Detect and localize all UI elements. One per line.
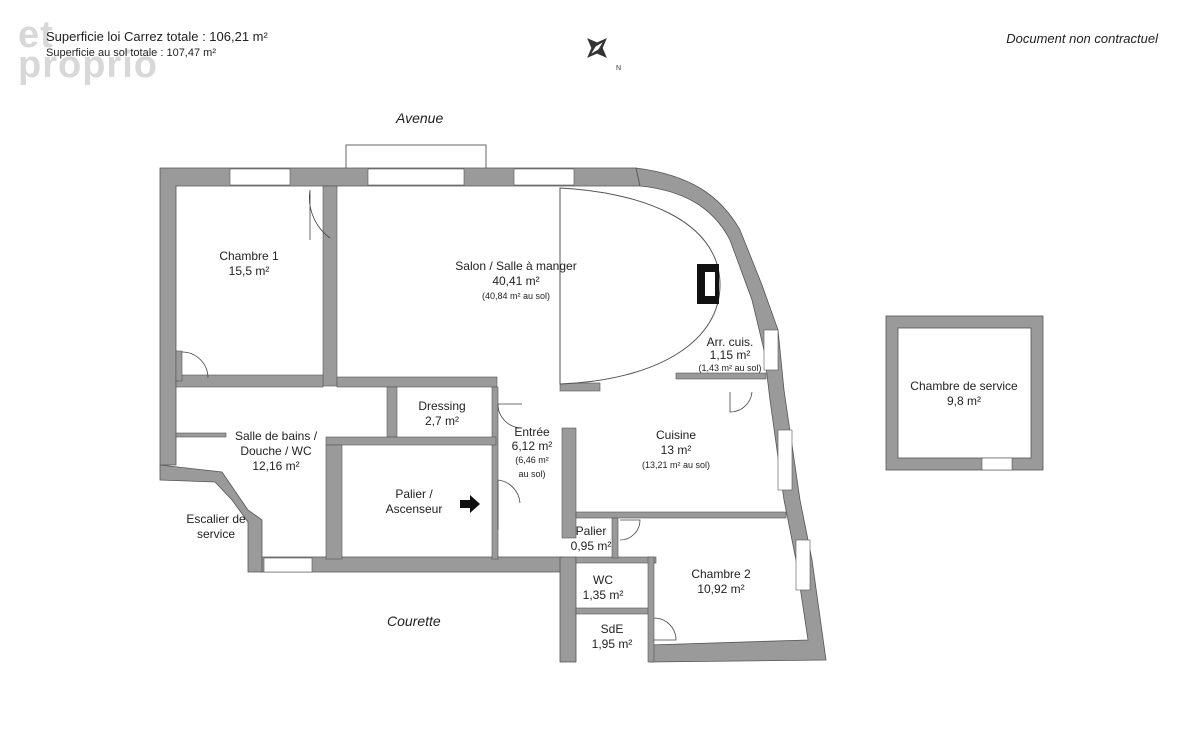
carrez-total: Superficie loi Carrez totale : 106,21 m² bbox=[46, 29, 268, 44]
room-area: 6,12 m² bbox=[511, 439, 553, 453]
room-arr-cuis: Arr. cuis. 1,15 m² (1,43 m² au sol) bbox=[698, 336, 761, 375]
room-area: 0,95 m² bbox=[570, 539, 612, 553]
room-area: 40,41 m² bbox=[492, 274, 540, 288]
room-name: Entrée bbox=[514, 425, 550, 439]
room-chambre-2: Chambre 2 10,92 m² bbox=[691, 567, 750, 597]
room-area: 1,15 m² bbox=[709, 348, 751, 362]
room-name-1: Palier / bbox=[395, 487, 433, 501]
compass-north-label: N bbox=[616, 65, 621, 72]
interior-walls bbox=[175, 185, 787, 663]
room-area: 9,8 m² bbox=[946, 394, 982, 408]
room-floor-area: (13,21 m² au sol) bbox=[641, 460, 711, 470]
room-name: Chambre de service bbox=[910, 379, 1018, 393]
disclaimer: Document non contractuel bbox=[1006, 31, 1158, 46]
room-palier-ascenseur: Palier / Ascenseur bbox=[386, 487, 443, 517]
room-area: 1,95 m² bbox=[591, 637, 633, 651]
room-name-1: Escalier de bbox=[186, 512, 246, 526]
room-area: 2,7 m² bbox=[424, 414, 460, 428]
salon-bay bbox=[559, 187, 721, 385]
room-entree: Entrée 6,12 m² (6,46 m² au sol) bbox=[512, 425, 553, 481]
room-area: 10,92 m² bbox=[697, 582, 745, 596]
room-name: Salon / Salle à manger bbox=[455, 259, 577, 273]
room-name-2: service bbox=[196, 527, 235, 541]
room-name: Cuisine bbox=[655, 428, 697, 442]
entry-arrow-icon bbox=[460, 495, 480, 513]
compass-icon: N bbox=[587, 38, 621, 72]
room-area: 12,16 m² bbox=[252, 459, 300, 473]
exterior-walls bbox=[159, 167, 827, 663]
room-area: 15,5 m² bbox=[228, 264, 270, 278]
floor-total: Superficie au sol totale : 107,47 m² bbox=[46, 47, 216, 59]
room-wc: WC 1,35 m² bbox=[583, 573, 624, 603]
room-name-2: Douche / WC bbox=[240, 444, 312, 458]
balcony bbox=[345, 144, 487, 170]
room-floor-area-2: au sol) bbox=[518, 469, 546, 479]
room-sdb: Salle de bains / Douche / WC 12,16 m² bbox=[235, 429, 317, 474]
room-area: 13 m² bbox=[660, 443, 692, 457]
room-name-2: Ascenseur bbox=[385, 502, 443, 516]
room-name: SdE bbox=[600, 622, 624, 636]
room-name: WC bbox=[593, 573, 613, 587]
room-name: Arr. cuis. bbox=[706, 335, 754, 349]
room-floor-area: (1,43 m² au sol) bbox=[698, 363, 762, 373]
room-floor-area: (40,84 m² au sol) bbox=[481, 291, 551, 301]
room-escalier: Escalier de service bbox=[186, 512, 245, 542]
room-chambre-service: Chambre de service 9,8 m² bbox=[910, 379, 1017, 409]
room-dressing: Dressing 2,7 m² bbox=[418, 399, 465, 429]
service-room-walls bbox=[885, 315, 1044, 471]
room-name: Chambre 2 bbox=[691, 567, 751, 581]
room-area: 1,35 m² bbox=[582, 588, 624, 602]
room-name: Chambre 1 bbox=[219, 249, 279, 263]
room-palier: Palier 0,95 m² bbox=[571, 524, 612, 554]
room-salon: Salon / Salle à manger 40,41 m² (40,84 m… bbox=[455, 259, 576, 304]
room-sde: SdE 1,95 m² bbox=[592, 622, 633, 652]
street-bottom: Courette bbox=[387, 613, 441, 629]
room-chambre-1: Chambre 1 15,5 m² bbox=[219, 249, 278, 279]
windows bbox=[229, 168, 811, 591]
room-name-1: Salle de bains / bbox=[234, 429, 318, 443]
room-name: Dressing bbox=[418, 399, 466, 413]
room-cuisine: Cuisine 13 m² (13,21 m² au sol) bbox=[642, 428, 710, 473]
room-name: Palier bbox=[575, 524, 607, 538]
street-top: Avenue bbox=[396, 110, 444, 126]
room-floor-area-1: (6,46 m² bbox=[515, 455, 549, 465]
